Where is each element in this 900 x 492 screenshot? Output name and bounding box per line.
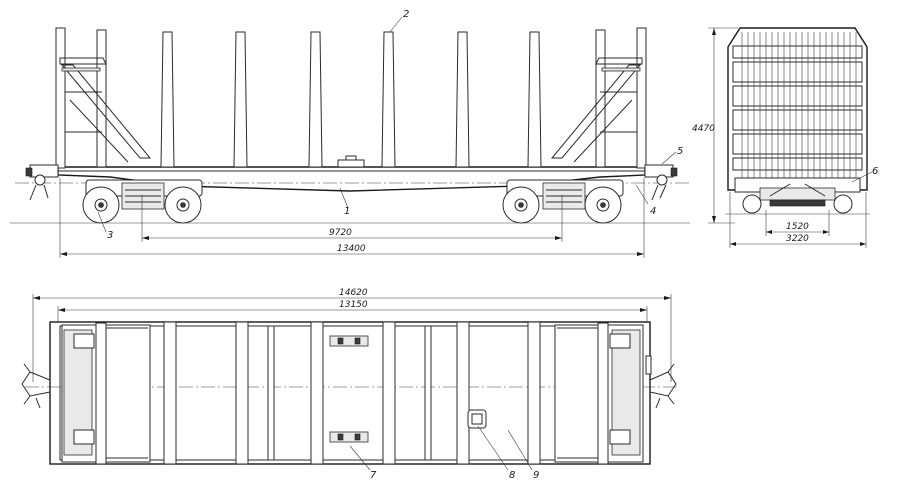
coupler-left bbox=[25, 164, 59, 201]
tie-down-plates bbox=[329, 335, 369, 443]
bogie-left bbox=[82, 179, 203, 224]
dimension-gauge: 1520 bbox=[765, 210, 830, 236]
end-view: 4470 1520 3220 6 bbox=[692, 27, 878, 248]
end-grille bbox=[741, 32, 857, 186]
dimension-length: 13400 bbox=[59, 178, 645, 258]
dim-13400-label: 13400 bbox=[337, 244, 366, 254]
coupler-right bbox=[644, 164, 678, 201]
callout-2: 2 bbox=[403, 9, 409, 20]
dim-14620-label: 14620 bbox=[339, 288, 368, 298]
dim-1520-label: 1520 bbox=[786, 222, 809, 232]
callout-1: 1 bbox=[344, 206, 350, 217]
dimension-frame-length: 13150 bbox=[57, 300, 648, 322]
stanchions bbox=[160, 31, 542, 168]
plan-stanchions bbox=[163, 321, 541, 465]
callout-6: 6 bbox=[872, 166, 878, 177]
dim-13150-label: 13150 bbox=[339, 300, 368, 310]
plan-view: 14620 13150 bbox=[21, 288, 680, 481]
side-view: 9720 13400 1 2 3 4 5 bbox=[10, 9, 690, 258]
plan-coupler-left bbox=[21, 363, 51, 409]
plan-end-frame-right bbox=[554, 322, 644, 465]
dim-3220-label: 3220 bbox=[786, 234, 809, 244]
callouts-side: 1 2 3 4 5 bbox=[97, 9, 683, 241]
callout-3: 3 bbox=[107, 230, 113, 241]
callouts-plan: 7 8 9 bbox=[349, 425, 539, 481]
dim-4470-label: 4470 bbox=[692, 124, 715, 134]
dimension-height: 4470 bbox=[692, 27, 738, 224]
callout-5: 5 bbox=[677, 146, 683, 157]
end-stanchion-frame-left bbox=[55, 27, 152, 169]
brake-handbox bbox=[467, 409, 487, 429]
dimension-bogie-centers: 9720 bbox=[141, 195, 563, 242]
callout-7: 7 bbox=[370, 470, 377, 481]
plan-end-frame-left bbox=[61, 322, 151, 465]
dim-9720-label: 9720 bbox=[329, 228, 352, 238]
callout-8: 8 bbox=[509, 470, 515, 481]
callout-4: 4 bbox=[650, 206, 656, 217]
plan-coupler-right bbox=[645, 355, 677, 409]
end-stanchion-frame-right bbox=[550, 27, 647, 169]
dimension-width: 3220 bbox=[729, 192, 867, 248]
callout-9: 9 bbox=[533, 470, 539, 481]
bogie-right bbox=[502, 179, 624, 224]
deck-outline bbox=[49, 321, 651, 465]
end-frame-outline bbox=[727, 27, 868, 191]
